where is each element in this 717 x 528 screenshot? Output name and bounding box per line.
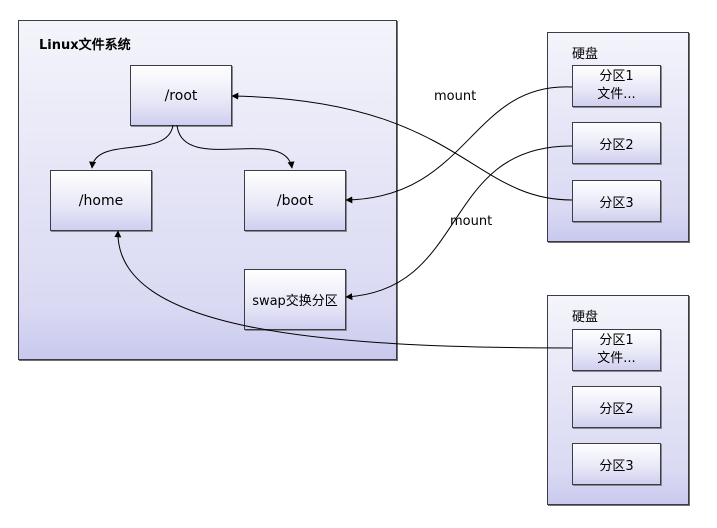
disk-2-partition-3-name: 分区3 — [599, 458, 634, 474]
swap-node[interactable]: swap交换分区 — [244, 269, 346, 330]
disk-1-partition-1-detail: 文件... — [597, 87, 636, 102]
disk-2-partition-2-name: 分区2 — [599, 401, 634, 417]
edge-disk2-partition1-to-home — [114, 230, 573, 349]
filesystem-title: Linux文件系统 — [39, 38, 131, 53]
disk-1-partition-1-name: 分区1 — [599, 69, 634, 84]
mount-label-2: mount — [450, 214, 493, 229]
boot-node[interactable]: /boot — [244, 170, 346, 231]
disk-1-partition-1[interactable]: 分区1 文件... — [572, 65, 661, 107]
disk-2-partition-1-detail: 文件... — [597, 351, 636, 366]
disk-2-title: 硬盘 — [572, 310, 599, 325]
edge-disk1-partition2-to-swap — [345, 145, 573, 301]
edge-root-to-boot — [176, 124, 295, 169]
disk-2-partition-1[interactable]: 分区1 文件... — [572, 329, 661, 371]
edge-disk1-partition3-to-root — [231, 92, 573, 201]
disk-2-partition-2[interactable]: 分区2 — [572, 386, 661, 428]
disk-1-partition-3[interactable]: 分区3 — [572, 180, 661, 222]
root-label: /root — [164, 87, 198, 104]
disk-2-partition-1-name: 分区1 — [599, 333, 634, 348]
disk-1-title: 硬盘 — [572, 47, 599, 62]
swap-label: swap交换分区 — [252, 294, 338, 309]
root-node[interactable]: /root — [130, 65, 232, 126]
edge-disk1-partition1-to-boot — [345, 86, 573, 204]
edge-root-to-home — [89, 124, 174, 169]
boot-label: /boot — [276, 192, 314, 209]
disk-1-partition-2[interactable]: 分区2 — [572, 122, 661, 164]
home-label: /home — [78, 192, 124, 209]
mount-label-1: mount — [434, 89, 477, 104]
home-node[interactable]: /home — [50, 170, 152, 231]
disk-2-partition-3[interactable]: 分区3 — [572, 443, 661, 485]
disk-1-partition-3-name: 分区3 — [599, 195, 634, 211]
disk-1-partition-2-name: 分区2 — [599, 137, 634, 153]
